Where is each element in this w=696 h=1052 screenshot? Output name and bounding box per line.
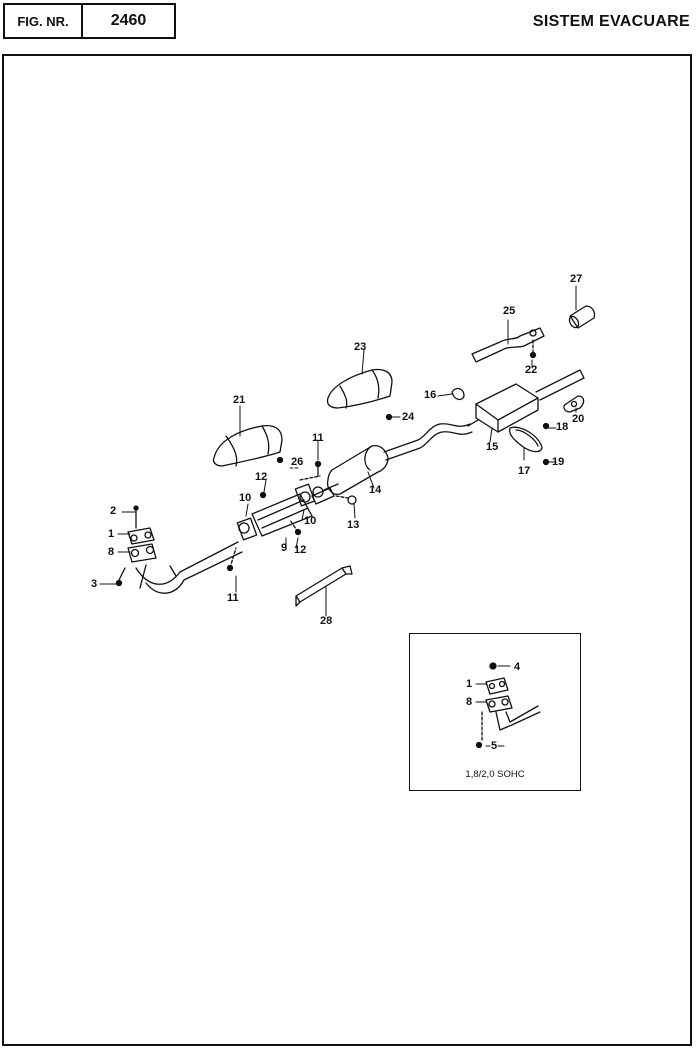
rear-silencer-15 xyxy=(467,369,585,433)
front-downpipe xyxy=(135,541,243,594)
callout-2: 2 xyxy=(110,505,117,517)
diagram-frame xyxy=(2,54,692,1046)
callout-11-upper: 11 xyxy=(312,432,324,444)
flange-gaskets-10 xyxy=(238,486,324,534)
callout-22: 22 xyxy=(525,364,538,376)
callout-28: 28 xyxy=(320,615,333,627)
flange-gasket-1 xyxy=(127,527,155,545)
callout-10-right: 10 xyxy=(304,515,317,527)
inset-caption: 1,8/2,0 SOHC xyxy=(465,769,525,780)
tailpipe-trim-27 xyxy=(568,305,596,329)
callout-10-left: 10 xyxy=(239,492,252,504)
callout-23: 23 xyxy=(354,341,367,353)
callout-12-lower: 12 xyxy=(294,544,307,556)
callout-20: 20 xyxy=(572,413,585,425)
flange-gasket-8 xyxy=(127,543,157,563)
inset-callout-4: 4 xyxy=(514,661,521,673)
inset-box: 1,8/2,0 SOHC xyxy=(409,633,581,791)
inset-downpipe xyxy=(475,662,541,749)
nuts-18-19 xyxy=(542,422,550,466)
middle-silencer-14 xyxy=(326,444,389,495)
callout-8: 8 xyxy=(108,546,115,558)
callout-25: 25 xyxy=(503,305,516,317)
callout-14: 14 xyxy=(369,484,382,496)
leader-lines xyxy=(99,285,577,617)
bolts-11-12 xyxy=(226,460,322,572)
callout-12-upper: 12 xyxy=(255,471,268,483)
callout-1: 1 xyxy=(108,528,115,540)
callout-24: 24 xyxy=(402,411,415,423)
hanger-16 xyxy=(451,387,465,401)
callout-11-lower: 11 xyxy=(227,592,239,604)
callout-21: 21 xyxy=(233,394,246,406)
callout-15: 15 xyxy=(486,441,499,453)
catalytic-converter xyxy=(236,483,335,541)
callout-18: 18 xyxy=(556,421,569,433)
callout-17: 17 xyxy=(518,465,531,477)
inset-callout-1: 1 xyxy=(466,678,473,690)
callout-13: 13 xyxy=(347,519,360,531)
callout-9: 9 xyxy=(281,542,288,554)
page-title: SISTEM EVACUARE xyxy=(532,13,690,30)
stud-2 xyxy=(133,505,139,529)
inset-callout-5: 5 xyxy=(491,740,498,752)
heat-shield-23 xyxy=(326,368,393,421)
bolt-3 xyxy=(115,567,126,587)
support-bracket-28 xyxy=(295,565,353,607)
callout-26: 26 xyxy=(291,456,304,468)
heat-shield-25 xyxy=(471,327,545,363)
callout-3: 3 xyxy=(91,578,98,590)
figure-number: 2460 xyxy=(81,3,176,39)
intermediate-pipe xyxy=(323,423,473,491)
callout-19: 19 xyxy=(552,456,565,468)
heat-shield-21 xyxy=(212,424,284,467)
rubber-mount-13 xyxy=(335,495,357,505)
inset-callout-8: 8 xyxy=(466,696,473,708)
rubber-mount-20 xyxy=(563,395,585,413)
bracket-17 xyxy=(508,426,543,453)
callout-16: 16 xyxy=(424,389,437,401)
callout-27: 27 xyxy=(570,273,583,285)
